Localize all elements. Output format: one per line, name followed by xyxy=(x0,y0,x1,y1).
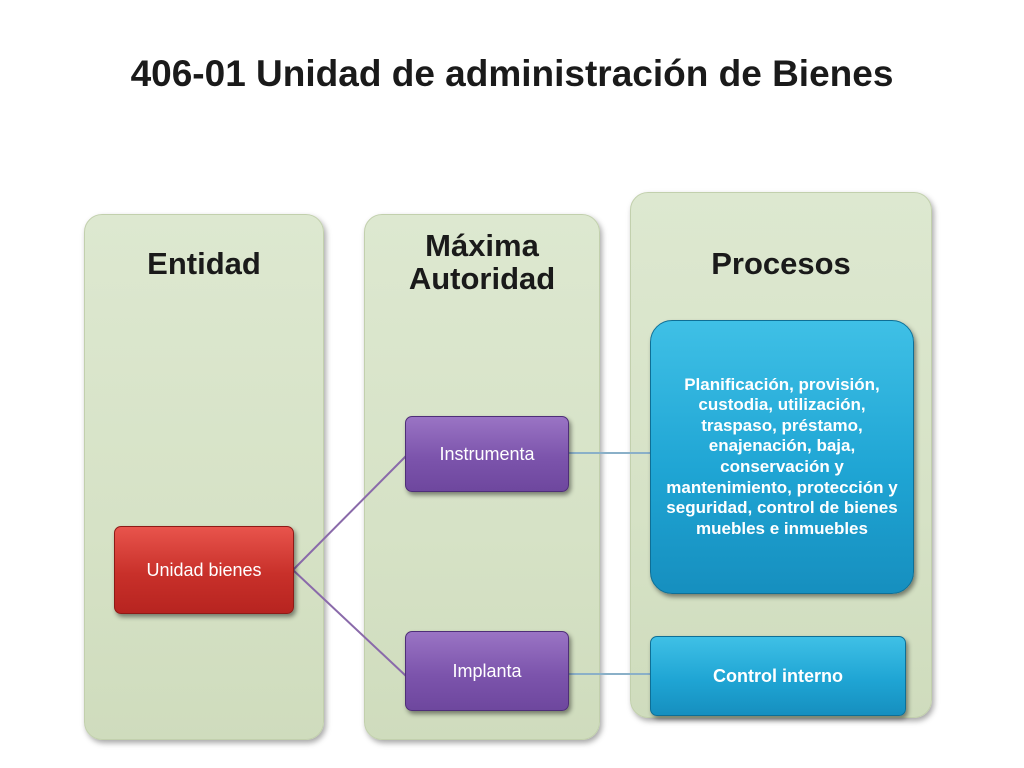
connector-unidad-implanta xyxy=(292,569,407,677)
page-title: 406-01 Unidad de administración de Biene… xyxy=(130,53,894,94)
procesos-detalle-box: Planificación, provisión, custodia, util… xyxy=(650,320,914,594)
instrumenta-label: Instrumenta xyxy=(439,443,535,464)
control-interno-label: Control interno xyxy=(713,665,843,686)
unidad-bienes-label: Unidad bienes xyxy=(146,559,262,580)
instrumenta-box: Instrumenta xyxy=(405,416,569,492)
implanta-label: Implanta xyxy=(452,660,522,681)
control-interno-box: Control interno xyxy=(650,636,906,716)
column-entidad-header: Entidad xyxy=(147,246,261,281)
procesos-detalle-text: Planificación, provisión, custodia, util… xyxy=(666,374,898,538)
implanta-box: Implanta xyxy=(405,631,569,711)
column-procesos-header: Procesos xyxy=(711,246,851,281)
column-maxima-autoridad-header: Máxima Autoridad xyxy=(408,228,556,296)
column-entidad: Entidad xyxy=(84,214,324,740)
unidad-bienes-box: Unidad bienes xyxy=(114,526,294,614)
connector-unidad-instrumenta xyxy=(292,455,407,571)
